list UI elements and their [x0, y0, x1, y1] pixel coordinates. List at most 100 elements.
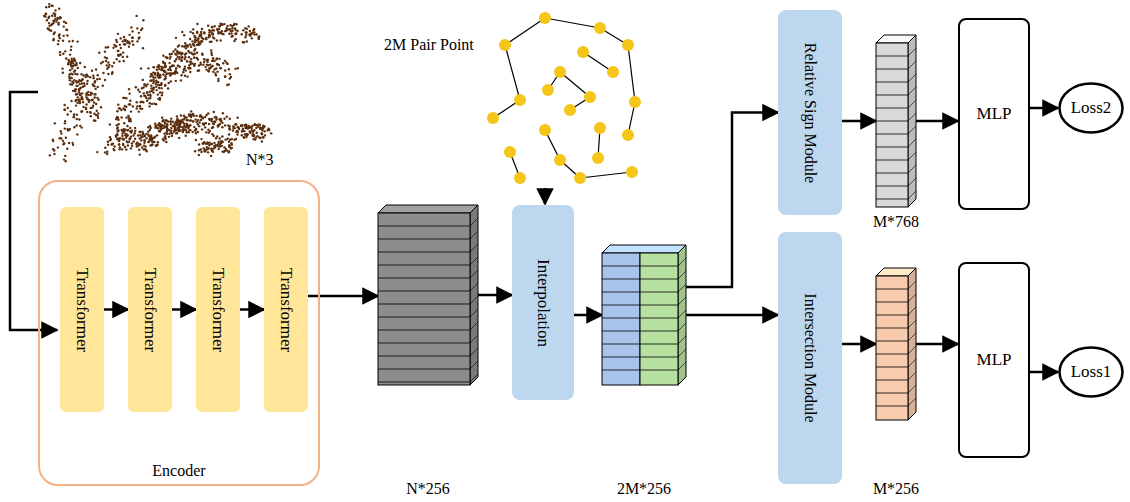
cloud-point: [116, 41, 118, 43]
cloud-point: [127, 129, 129, 131]
cloud-point: [217, 78, 219, 80]
cloud-point: [140, 139, 142, 141]
cloud-point: [153, 66, 155, 68]
cloud-point: [166, 127, 168, 129]
cloud-point: [94, 93, 96, 95]
cloud-point: [77, 67, 79, 69]
cloud-point: [146, 91, 148, 93]
cloud-point: [165, 137, 167, 139]
cloud-point: [258, 136, 260, 138]
cloud-point: [152, 66, 154, 68]
cloud-point: [153, 141, 155, 143]
cloud-point: [164, 62, 166, 64]
cloud-point: [200, 151, 202, 153]
cloud-point: [197, 43, 199, 45]
cloud-point: [218, 25, 220, 27]
cloud-point: [198, 69, 200, 71]
cloud-point: [208, 70, 210, 72]
stack-row: [678, 271, 686, 279]
cloud-point: [233, 127, 235, 129]
cloud-point: [215, 118, 217, 120]
cloud-point: [196, 23, 198, 25]
pair-point: [594, 122, 606, 134]
cloud-point: [142, 101, 144, 103]
stack-row: [876, 367, 908, 368]
pair-link: [545, 18, 600, 28]
cloud-point: [220, 140, 222, 142]
cloud-point: [203, 58, 205, 60]
stack-row: [602, 370, 678, 371]
module-box: Interpolation: [512, 205, 574, 400]
cloud-point: [203, 31, 205, 33]
cloud-point: [104, 151, 106, 153]
cloud-point: [57, 22, 59, 24]
cloud-point: [162, 73, 164, 75]
cloud-point: [169, 74, 171, 76]
cloud-point: [231, 147, 233, 149]
cloud-point: [247, 25, 249, 27]
stack-row: [678, 310, 686, 318]
cloud-point: [207, 128, 209, 130]
cloud-point: [79, 99, 81, 101]
stack-row: [470, 270, 478, 278]
pair-label: 2M Pair Point: [384, 36, 474, 54]
cloud-point: [213, 120, 215, 122]
cloud-point: [214, 121, 216, 123]
cloud-point: [189, 71, 191, 73]
cloud-point: [151, 143, 153, 145]
cloud-point: [194, 118, 196, 120]
ellipse-shape: [1060, 84, 1123, 133]
cloud-point: [228, 83, 230, 85]
cloud-point: [193, 126, 195, 128]
cloud-point: [125, 148, 127, 150]
cloud-point: [166, 57, 168, 59]
cloud-point: [85, 94, 87, 96]
flow-arrow: [1030, 107, 1058, 110]
cloud-point: [187, 119, 189, 121]
cloud-point: [164, 122, 166, 124]
cloud-point: [227, 124, 229, 126]
cloud-point: [228, 150, 230, 152]
cloud-point: [185, 125, 187, 127]
tensor-size: N*256: [406, 480, 450, 498]
cloud-point: [140, 67, 142, 69]
cloud-point: [233, 139, 235, 141]
cloud-point: [193, 35, 195, 37]
cloud-point: [207, 148, 209, 150]
flow-arrow: [574, 314, 602, 317]
cloud-point: [184, 58, 186, 60]
stack-row: [470, 335, 478, 343]
stack-row: [378, 291, 470, 292]
cloud-point: [198, 121, 200, 123]
cloud-point: [139, 143, 141, 145]
cloud-point: [215, 74, 217, 76]
cloud-point: [86, 74, 88, 76]
stack-row: [908, 165, 916, 173]
cloud-point: [189, 38, 191, 40]
cloud-point: [204, 150, 206, 152]
cloud-point: [251, 33, 253, 35]
cloud-point: [175, 132, 177, 134]
cloud-point: [176, 56, 178, 58]
cloud-point: [73, 126, 75, 128]
cloud-point: [74, 73, 76, 75]
cloud-point: [241, 130, 243, 132]
cloud-point: [44, 13, 46, 15]
cloud-point: [104, 50, 106, 52]
cloud-point: [67, 59, 69, 61]
stack-face: [640, 253, 678, 385]
cloud-point: [216, 28, 218, 30]
cloud-point: [217, 145, 219, 147]
node-label: Interpolation: [534, 259, 553, 347]
node-label: Transformer: [141, 267, 160, 351]
cloud-point: [165, 141, 167, 143]
cloud-point: [199, 62, 201, 64]
stack-row: [876, 147, 908, 148]
cloud-point: [104, 79, 106, 81]
cloud-point: [76, 124, 78, 126]
cloud-point: [234, 68, 236, 70]
cloud-point: [107, 143, 109, 145]
stack-row: [908, 178, 916, 186]
cloud-point: [60, 130, 62, 132]
stack-row: [378, 304, 470, 305]
